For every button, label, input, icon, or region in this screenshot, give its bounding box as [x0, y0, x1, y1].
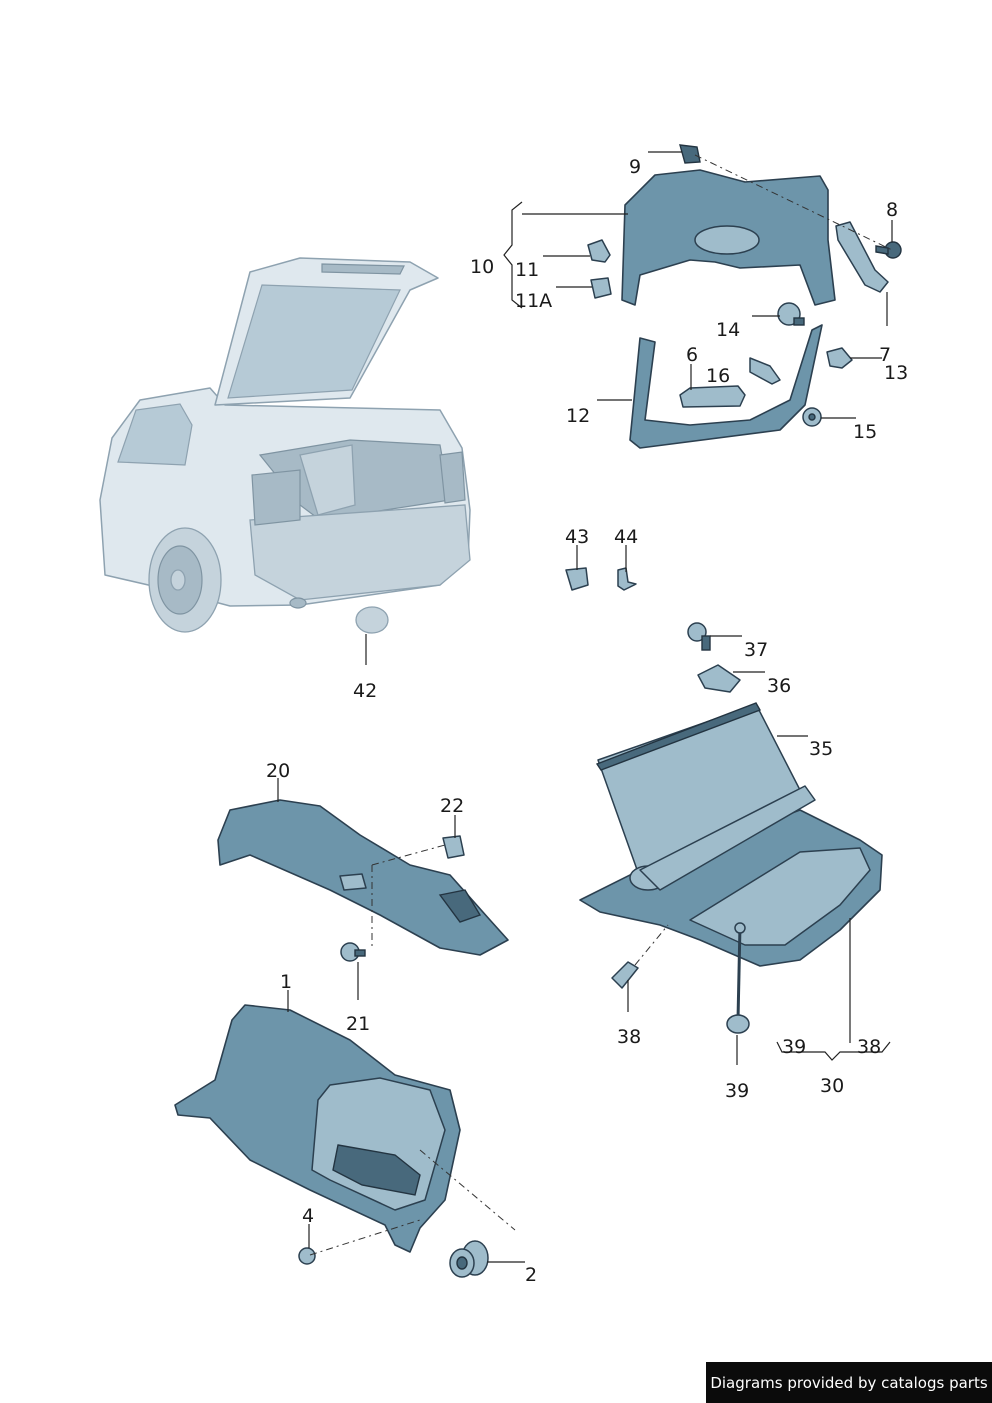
callout-13: 13	[884, 362, 908, 384]
clip-43	[565, 567, 589, 591]
callout-15: 15	[853, 421, 877, 443]
callout-30: 30	[820, 1075, 844, 1097]
callout-21: 21	[346, 1013, 370, 1035]
callout-20: 20	[266, 760, 290, 782]
callout-37: 37	[744, 639, 768, 661]
leader-lines	[277, 151, 893, 1263]
callout-labels: 9 8 10 11 11A 14 6 7 16 13 12 15 43 44 3…	[266, 156, 908, 1286]
handle-strap	[835, 221, 902, 293]
tailgate-upper-trim	[621, 144, 836, 306]
callout-22: 22	[440, 795, 464, 817]
attribution-banner: Diagrams provided by catalogs parts	[706, 1362, 992, 1403]
clip-11	[587, 239, 611, 263]
callout-39b: 39	[725, 1080, 749, 1102]
callout-42: 42	[353, 680, 377, 702]
bracket-44	[617, 567, 637, 591]
callout-16: 16	[706, 365, 730, 387]
callout-8: 8	[886, 199, 898, 221]
callout-43: 43	[565, 526, 589, 548]
clip-11a	[590, 277, 612, 299]
callout-35: 35	[809, 738, 833, 760]
callout-38b: 38	[857, 1036, 881, 1058]
callout-11: 11	[515, 259, 539, 281]
callout-6: 6	[686, 344, 698, 366]
luggage-cover-assembly	[579, 622, 883, 1034]
callout-11a: 11A	[515, 290, 552, 312]
tailgate-lower-trim	[629, 302, 853, 449]
callout-10: 10	[470, 256, 494, 278]
assembly-guide-lines	[309, 154, 893, 1256]
callout-12: 12	[566, 405, 590, 427]
callout-4: 4	[302, 1205, 314, 1227]
callout-9: 9	[629, 156, 641, 178]
callout-2: 2	[525, 1264, 537, 1286]
callout-38a: 38	[617, 1026, 641, 1048]
attribution-text: Diagrams provided by catalogs parts	[710, 1373, 988, 1392]
callout-1: 1	[280, 971, 292, 993]
callout-36: 36	[767, 675, 791, 697]
car-illustration	[99, 257, 471, 634]
callout-44: 44	[614, 526, 638, 548]
callout-7: 7	[879, 344, 891, 366]
side-trunk-trim	[174, 1004, 489, 1278]
rear-shelf-trim	[217, 799, 509, 962]
callout-39a: 39	[782, 1036, 806, 1058]
callout-14: 14	[716, 319, 740, 341]
